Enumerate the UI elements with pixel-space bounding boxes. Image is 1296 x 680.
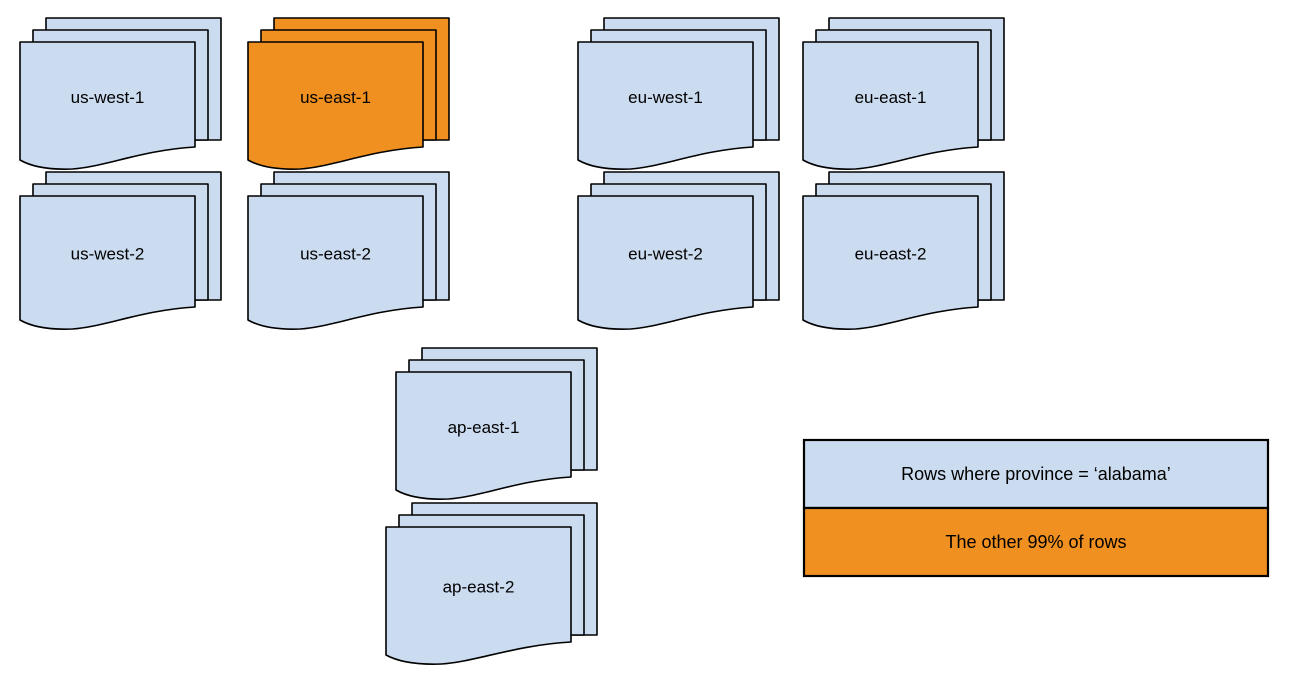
stack-sheet-front xyxy=(19,41,196,170)
stack-sheet-front xyxy=(247,41,424,170)
region-stack-eu-east-1[interactable]: eu-east-1 xyxy=(802,17,1005,170)
region-stack-us-east-2[interactable]: us-east-2 xyxy=(247,171,450,330)
legend-label-blue: Rows where province = ‘alabama’ xyxy=(901,464,1171,484)
stack-sheet-front xyxy=(802,41,979,170)
legend-label-orange: The other 99% of rows xyxy=(945,532,1126,552)
region-stack-label: us-west-2 xyxy=(71,245,145,264)
region-stack-label: ap-east-2 xyxy=(443,578,515,597)
region-stack-us-west-2[interactable]: us-west-2 xyxy=(19,171,222,330)
region-stack-label: eu-east-1 xyxy=(855,88,927,107)
region-stack-us-west-1[interactable]: us-west-1 xyxy=(19,17,222,170)
legend-swatch-blue xyxy=(802,438,1270,510)
region-stack-label: eu-west-2 xyxy=(628,245,703,264)
legend: Rows where province = ‘alabama’ The other… xyxy=(802,438,1270,578)
stack-sheet-front xyxy=(577,41,754,170)
region-stack-us-east-1[interactable]: us-east-1 xyxy=(247,17,450,170)
stack-sheet-front xyxy=(247,195,424,330)
region-stack-eu-west-1[interactable]: eu-west-1 xyxy=(577,17,780,170)
stack-sheet-front xyxy=(395,371,572,500)
region-stack-label: us-west-1 xyxy=(71,88,145,107)
region-stack-label: ap-east-1 xyxy=(448,418,520,437)
stack-sheet-front xyxy=(577,195,754,330)
stack-sheet-front xyxy=(385,526,572,665)
stack-sheet-front xyxy=(802,195,979,330)
stack-sheet-front xyxy=(19,195,196,330)
region-stack-ap-east-2[interactable]: ap-east-2 xyxy=(385,502,598,665)
region-stack-ap-east-1[interactable]: ap-east-1 xyxy=(395,347,598,500)
region-stack-label: us-east-1 xyxy=(300,88,371,107)
region-stack-eu-east-2[interactable]: eu-east-2 xyxy=(802,171,1005,330)
legend-swatch-orange xyxy=(802,506,1270,578)
region-stacks-layer: us-west-1 us-east-1 eu-west-1 eu-east-1 us-w… xyxy=(19,17,1005,665)
region-stack-label: us-east-2 xyxy=(300,245,371,264)
region-stack-label: eu-east-2 xyxy=(855,245,927,264)
region-stack-eu-west-2[interactable]: eu-west-2 xyxy=(577,171,780,330)
region-stack-label: eu-west-1 xyxy=(628,88,703,107)
